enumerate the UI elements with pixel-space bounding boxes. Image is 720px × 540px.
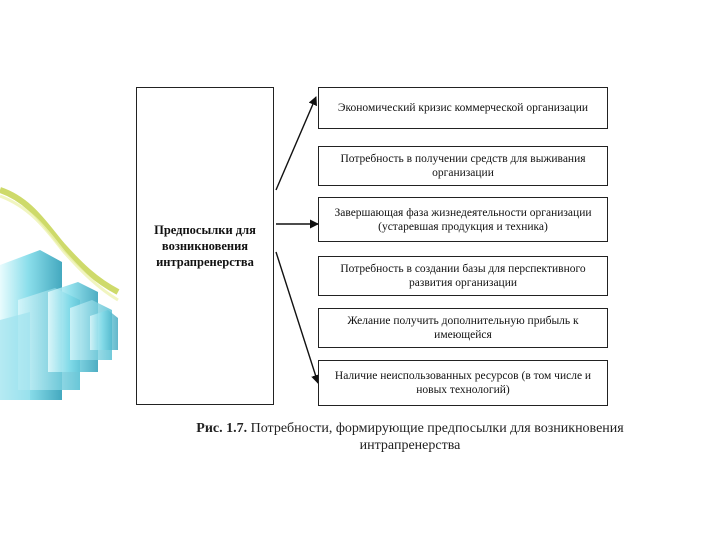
reason-text: Наличие неиспользованных ресурсов (в том…	[334, 370, 592, 396]
reason-text: Потребность в получении средств для выжи…	[340, 153, 586, 179]
decor-bars	[0, 250, 118, 400]
arrow-3	[275, 251, 320, 384]
reason-box-economic-crisis: Экономический кризис коммерческой органи…	[318, 87, 608, 129]
caption-number: Рис. 1.7.	[196, 421, 248, 436]
reason-text: Желание получить дополнительную прибыль …	[347, 315, 579, 341]
source-box: Предпосылки для возникновения интрапрене…	[136, 87, 274, 405]
reason-text: Завершающая фаза жизнедеятельности орган…	[334, 206, 592, 233]
source-label: Предпосылки для возникновения интрапрене…	[154, 223, 256, 269]
reason-box-extra-profit: Желание получить дополнительную прибыль …	[318, 308, 608, 348]
reason-box-unused-resources: Наличие неиспользованных ресурсов (в том…	[318, 360, 608, 406]
arrow-1	[275, 96, 317, 191]
caption-text: Потребности, формирующие предпосылки для…	[250, 421, 624, 453]
reason-text: Потребность в создании базы для перспект…	[340, 263, 586, 289]
reason-box-development-base: Потребность в создании базы для перспект…	[318, 256, 608, 296]
reason-box-final-phase: Завершающая фаза жизнедеятельности орган…	[318, 197, 608, 242]
reason-text: Экономический кризис коммерческой органи…	[337, 102, 589, 114]
reason-box-survival-funds: Потребность в получении средств для выжи…	[318, 146, 608, 186]
decor-ribbon	[0, 187, 120, 295]
figure-caption: Рис. 1.7. Потребности, формирующие предп…	[160, 420, 660, 454]
